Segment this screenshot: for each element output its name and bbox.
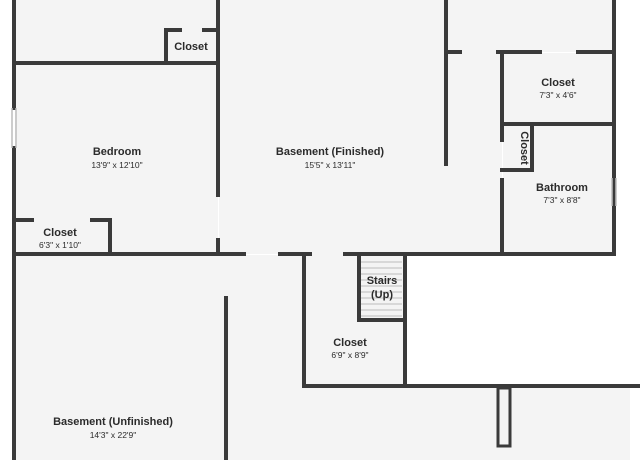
bathroom-label: Bathroom [536, 182, 588, 194]
closet-vertical-label: Closet [518, 131, 530, 165]
floor-basement-unfinished [15, 255, 304, 460]
closet-center-label: Closet [333, 337, 367, 349]
stairs-label: Stairs [367, 275, 398, 287]
bathroom-dims: 7'3" x 8'8" [543, 195, 580, 205]
walls [12, 0, 640, 460]
closet-right-label: Closet [541, 77, 575, 89]
floor-closet-right [503, 53, 613, 124]
stair-treads [361, 261, 402, 317]
basement-unfinished-label: Basement (Unfinished) [53, 416, 173, 428]
floor-upper-left [15, 0, 217, 62]
closet-bedroom-dims: 6'3" x 1'10" [39, 240, 81, 250]
room-labels: Closet Bedroom 13'9" x 12'10" Closet 6'3… [39, 41, 588, 440]
closet-bedroom-label: Closet [43, 227, 77, 239]
floor-upper-right [447, 0, 613, 52]
closet-center-dims: 6'9" x 8'9" [331, 350, 368, 360]
basement-finished-dims: 15'5" x 13'11" [305, 160, 356, 170]
floor-bedroom [15, 64, 218, 254]
floor-basement-unfinished-lower [304, 386, 630, 460]
basement-finished-label: Basement (Finished) [276, 146, 385, 158]
bedroom-label: Bedroom [93, 146, 142, 158]
windows [11, 108, 617, 206]
stairs-direction-label: (Up) [371, 289, 393, 301]
bedroom-dims: 13'9" x 12'10" [91, 160, 142, 170]
closet-top-label: Closet [174, 41, 208, 53]
closet-right-dims: 7'3" x 4'6" [539, 90, 576, 100]
wall-stub [496, 386, 512, 448]
floor-bathroom [503, 126, 613, 254]
basement-unfinished-dims: 14'3" x 22'9" [90, 430, 137, 440]
floor-areas [15, 0, 630, 460]
